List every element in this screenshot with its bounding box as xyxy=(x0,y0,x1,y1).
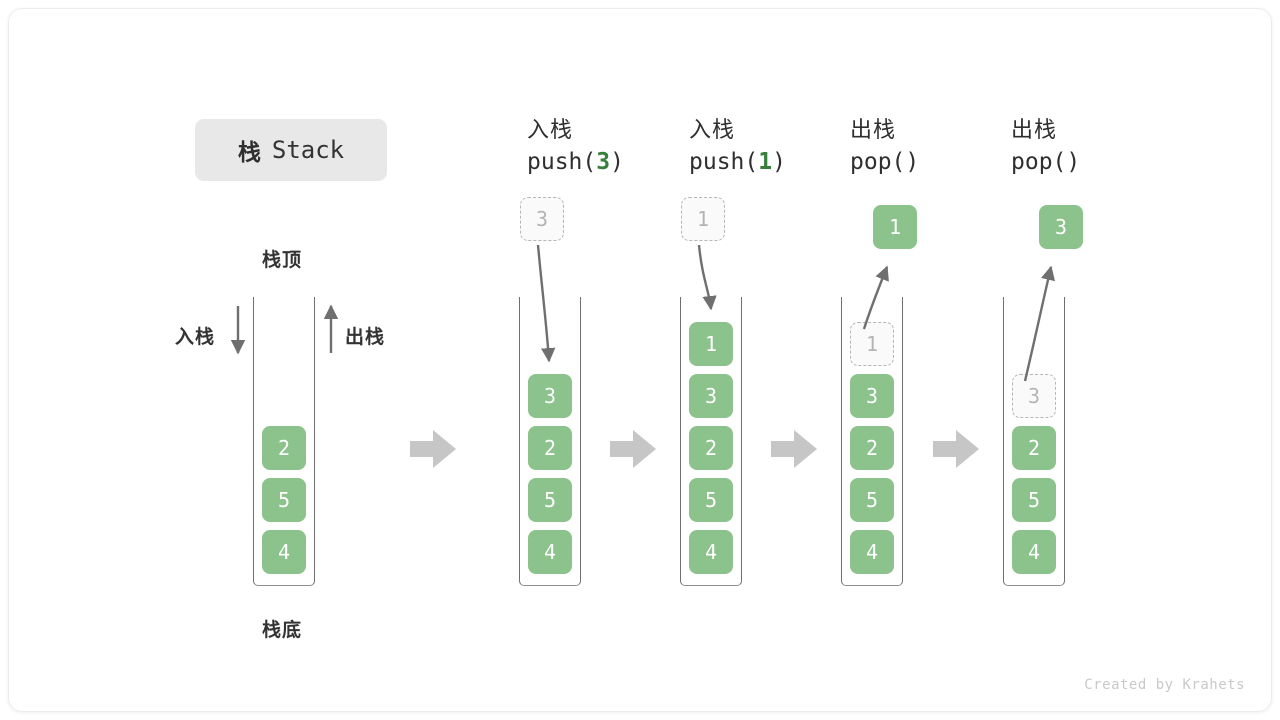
code-prefix: push( xyxy=(689,149,759,175)
label-stack-top: 栈顶 xyxy=(262,250,303,271)
stack-cell: 3 xyxy=(850,374,894,418)
stack-cell: 4 xyxy=(528,530,572,574)
stack-cell: 2 xyxy=(528,426,572,470)
code-arg: 1 xyxy=(758,149,773,175)
stack-cell: 5 xyxy=(850,478,894,522)
popped-cell: 3 xyxy=(1039,205,1083,249)
column-header-pop-3: 出栈 pop() xyxy=(1011,115,1211,179)
column-header-pop-1: 出栈 pop() xyxy=(850,115,1050,179)
code-suffix: ) xyxy=(610,149,624,175)
stack-cell: 2 xyxy=(1012,426,1056,470)
flow-arrow xyxy=(610,430,656,468)
credit-text: Created by Krahets xyxy=(1084,677,1245,693)
stack-cell: 5 xyxy=(528,478,572,522)
column-header-code: pop() xyxy=(1011,145,1211,179)
code-suffix: ) xyxy=(905,149,920,175)
stack-cell: 3 xyxy=(689,374,733,418)
diagram-card: 栈 Stack 入栈 push(3) 入栈 push(1) 出栈 pop() 出… xyxy=(8,8,1272,712)
stack-cell: 5 xyxy=(689,478,733,522)
column-header-cn: 入栈 xyxy=(527,117,574,142)
stack-cell: 4 xyxy=(262,530,306,574)
flow-arrow xyxy=(410,430,456,468)
column-header-cn: 出栈 xyxy=(850,117,897,142)
ghost-cell-incoming: 1 xyxy=(681,197,725,241)
column-header-code: pop() xyxy=(850,145,1050,179)
code-arg: 3 xyxy=(596,149,611,175)
popped-cell: 1 xyxy=(873,205,917,249)
ghost-cell-outgoing: 1 xyxy=(850,322,894,366)
title-en: Stack xyxy=(271,136,345,164)
stack-cell: 3 xyxy=(528,374,572,418)
code-suffix: ) xyxy=(772,149,786,175)
column-header-code: push(1) xyxy=(689,145,889,179)
column-header-push-3: 入栈 push(3) xyxy=(527,115,727,179)
column-header-cn: 出栈 xyxy=(1011,117,1058,142)
stack-cell: 2 xyxy=(850,426,894,470)
stack-cell: 5 xyxy=(262,478,306,522)
stack-cell: 2 xyxy=(262,426,306,470)
flow-arrow xyxy=(771,430,817,468)
column-header-push-1: 入栈 push(1) xyxy=(689,115,889,179)
stack-cell: 4 xyxy=(850,530,894,574)
code-suffix: ) xyxy=(1066,149,1081,175)
code-prefix: push( xyxy=(527,149,597,175)
stack-container-pop-1 xyxy=(841,297,903,586)
column-header-code: push(3) xyxy=(527,145,727,179)
flow-arrow xyxy=(933,430,979,468)
label-stack-bottom: 栈底 xyxy=(262,620,303,641)
column-header-cn: 入栈 xyxy=(689,117,736,142)
code-prefix: pop( xyxy=(850,149,906,175)
stack-container-push-1 xyxy=(680,297,742,586)
stack-container-push-3 xyxy=(519,297,581,586)
stack-cell: 4 xyxy=(689,530,733,574)
stack-cell: 1 xyxy=(689,322,733,366)
stack-cell: 2 xyxy=(689,426,733,470)
stack-cell: 4 xyxy=(1012,530,1056,574)
stack-cell: 5 xyxy=(1012,478,1056,522)
stack-container-initial xyxy=(253,297,315,586)
code-prefix: pop( xyxy=(1011,149,1067,175)
title-cn: 栈 xyxy=(237,139,262,165)
label-push-side: 入栈 xyxy=(175,327,216,348)
ghost-cell-incoming: 3 xyxy=(520,197,564,241)
title-badge: 栈 Stack xyxy=(195,119,387,181)
ghost-cell-outgoing: 3 xyxy=(1012,374,1056,418)
label-pop-side: 出栈 xyxy=(345,327,386,348)
stack-container-pop-3 xyxy=(1003,297,1065,586)
